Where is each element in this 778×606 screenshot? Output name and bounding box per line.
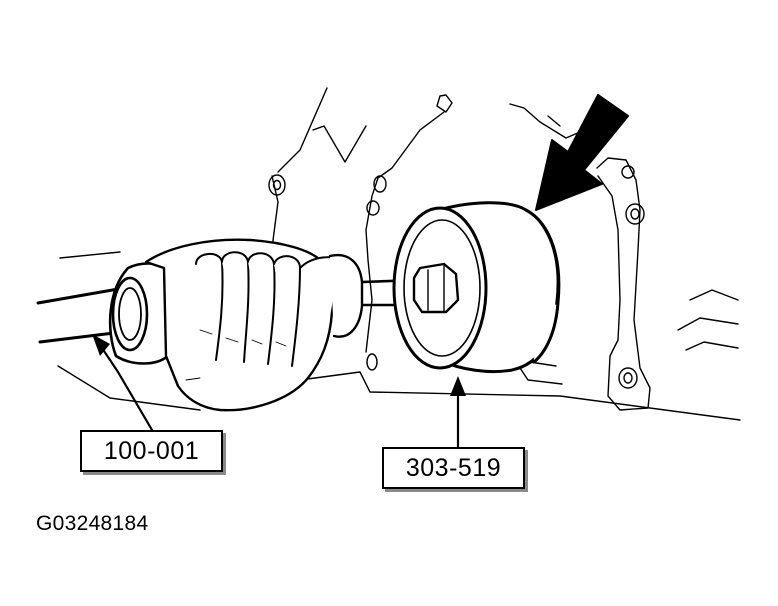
hand-grip [144, 238, 364, 412]
tool-callout-seal-remover: 303-519 [382, 447, 525, 489]
slide-hammer-shaft [36, 286, 126, 344]
tool-callout-slide-hammer: 100-001 [80, 430, 223, 472]
slide-hammer-handle [108, 262, 170, 365]
figure-identifier: G03248184 [36, 512, 149, 535]
engine-housing-outline [57, 87, 741, 421]
leader-lines [96, 340, 460, 449]
bold-arrow-icon [535, 94, 629, 211]
arrowhead-icon [92, 334, 466, 396]
seal-remover-cup [392, 201, 561, 374]
